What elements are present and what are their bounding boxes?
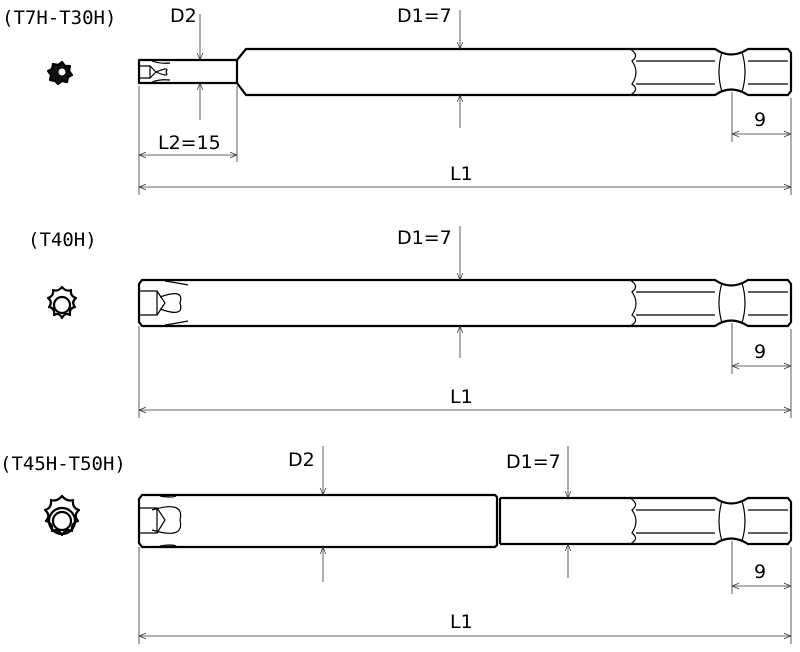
hex-length-label: 9 bbox=[754, 109, 766, 131]
dimension-d2: D2 bbox=[288, 446, 323, 582]
dimension-d1: D1=7 bbox=[397, 5, 460, 128]
hex-length-label: 9 bbox=[754, 341, 766, 363]
size-label: (T40H) bbox=[28, 229, 97, 251]
l1-label: L1 bbox=[450, 163, 473, 185]
l1-label: L1 bbox=[450, 386, 473, 408]
hex-length-label: 9 bbox=[754, 561, 766, 583]
dimension-d1: D1=7 bbox=[506, 446, 568, 578]
torx-tip-icon bbox=[46, 285, 78, 320]
d2-label: D2 bbox=[288, 449, 315, 471]
l2-label: L2=15 bbox=[158, 132, 221, 154]
d2-label: D2 bbox=[170, 5, 197, 27]
d1-label: D1=7 bbox=[397, 227, 452, 249]
dimension-l1: L1 bbox=[139, 163, 791, 187]
dimension-d2: D2 bbox=[170, 5, 200, 120]
l1-label: L1 bbox=[450, 611, 473, 633]
d1-label: D1=7 bbox=[397, 5, 452, 27]
torx-tip-icon bbox=[43, 494, 81, 537]
torx-tip-icon bbox=[46, 60, 74, 86]
size-label: (T45H-T50H) bbox=[0, 453, 126, 475]
dimension-hex: 9 bbox=[731, 541, 792, 644]
dimension-d1: D1=7 bbox=[397, 226, 460, 358]
dimension-l1: L1 bbox=[138, 547, 791, 644]
bit-body bbox=[137, 493, 793, 549]
dimension-l1: L1 bbox=[138, 326, 791, 418]
dimension-hex: 9 bbox=[731, 92, 792, 195]
d1-label: D1=7 bbox=[506, 451, 561, 473]
bit-body bbox=[137, 47, 793, 97]
bit-body bbox=[137, 278, 793, 328]
bit-t45h-t50h: (T45H-T50H) D2 D1=7 9 bbox=[0, 446, 793, 644]
bit-t7h-t30h: (T7H-T30H) D2 D1=7 L2=15 bbox=[2, 5, 793, 195]
dimension-hex: 9 bbox=[731, 323, 792, 418]
dimension-l2: L2=15 bbox=[138, 86, 238, 195]
size-label: (T7H-T30H) bbox=[2, 7, 116, 29]
bit-t40h: (T40H) D1=7 9 L1 bbox=[28, 226, 793, 418]
